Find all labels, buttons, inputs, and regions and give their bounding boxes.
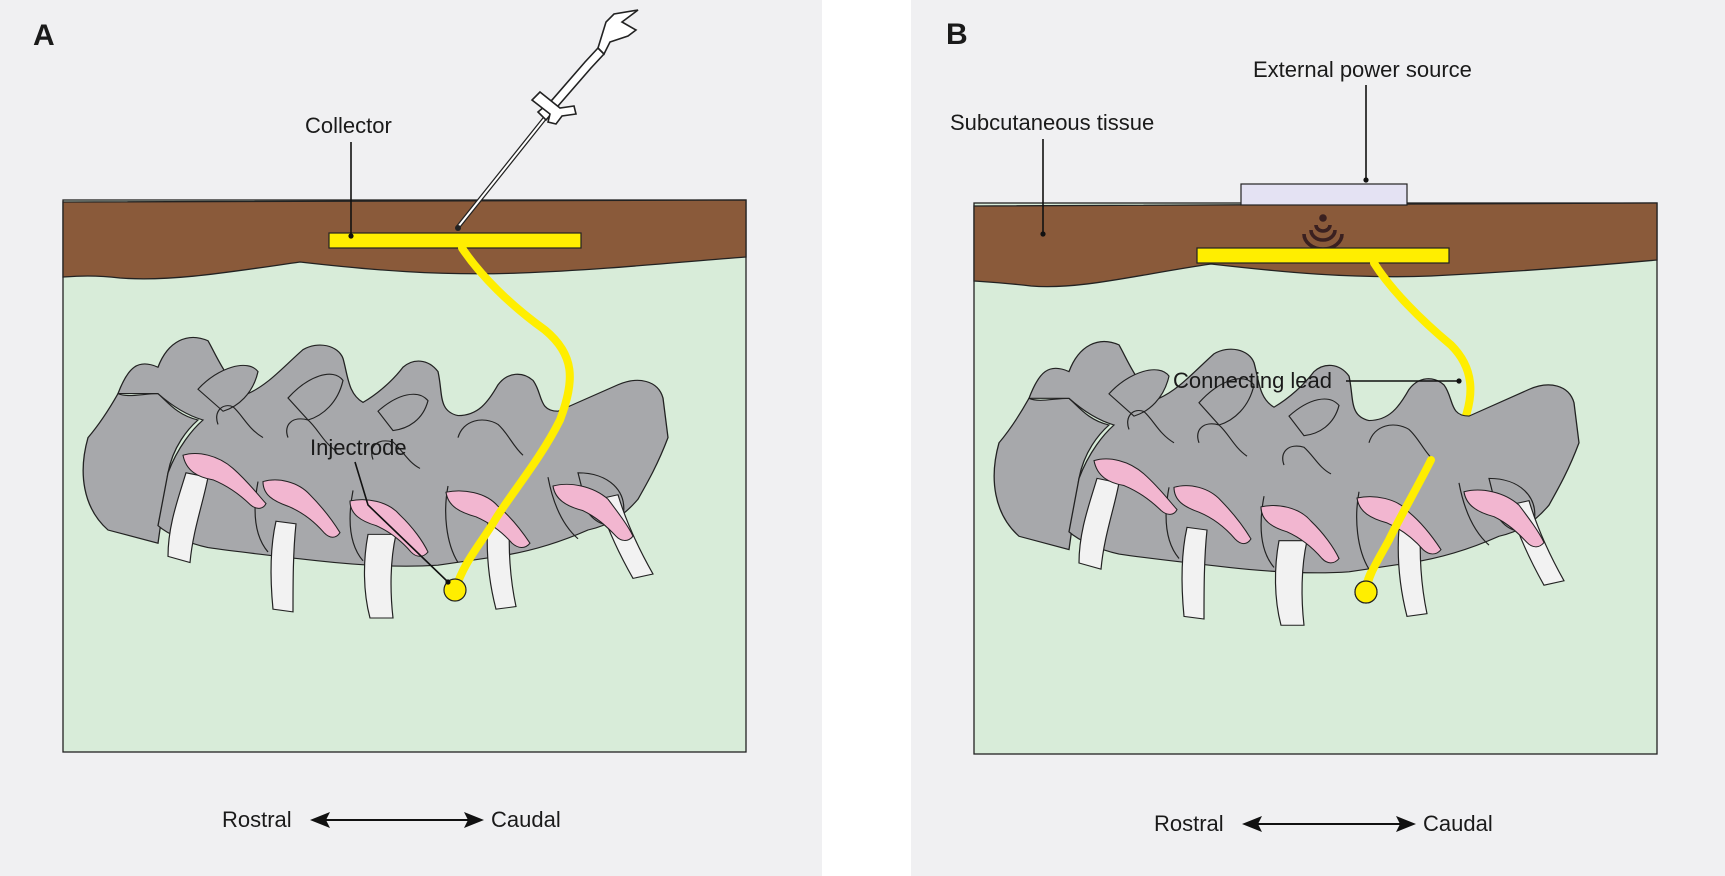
syringe-icon xyxy=(455,9,639,231)
panel-b: B Subcutaneous tissue Externa xyxy=(911,0,1725,876)
axis-caudal-label: Caudal xyxy=(1423,811,1493,836)
axis-rostral-label: Rostral xyxy=(1154,811,1224,836)
injectrode-label: Injectrode xyxy=(310,435,407,460)
collector-plate xyxy=(328,232,582,249)
panel-letter-a: A xyxy=(33,19,55,52)
power-source-label: External power source xyxy=(1253,57,1472,82)
panel-a: A Collector Injectrode xyxy=(0,0,822,876)
collector-label: Collector xyxy=(305,113,392,138)
external-power-source xyxy=(1240,183,1408,206)
connecting-lead-label: Connecting lead xyxy=(1173,368,1332,393)
double-arrow-icon xyxy=(1242,816,1416,832)
subcutaneous-tissue-label: Subcutaneous tissue xyxy=(950,110,1154,135)
axis-caudal-label: Caudal xyxy=(491,807,561,832)
axis-rostral-label: Rostral xyxy=(222,807,292,832)
skin-layer xyxy=(973,202,1658,288)
panel-a-diagram: A Collector Injectrode xyxy=(33,9,747,832)
collector-plate xyxy=(1196,247,1450,264)
panel-b-diagram: B Subcutaneous tissue Externa xyxy=(946,18,1658,836)
double-arrow-icon xyxy=(310,812,484,828)
injectrode-lead xyxy=(451,244,574,594)
injectrode-tip xyxy=(443,578,467,602)
panel-letter-b: B xyxy=(946,18,968,51)
injectrode-leader xyxy=(354,461,449,583)
